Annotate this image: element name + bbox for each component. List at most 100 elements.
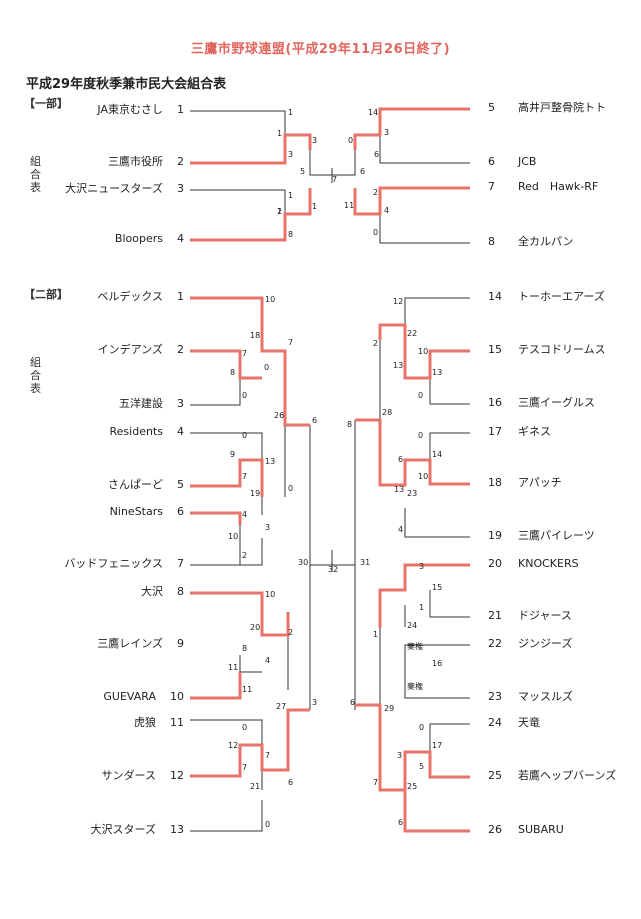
score-label: 0 xyxy=(419,723,425,732)
score-label: 9 xyxy=(230,450,236,459)
score-label: 5 xyxy=(300,167,306,176)
team-name: ベルデックス xyxy=(97,290,163,303)
score-label: 17 xyxy=(432,741,443,750)
score-label: 13 xyxy=(394,485,405,494)
score-label: 7 xyxy=(332,175,338,184)
team-name: 三鷹イーグルス xyxy=(518,396,595,409)
team-name: サンダース xyxy=(101,769,156,782)
team-name: KNOCKERS xyxy=(518,557,579,570)
team-name: 五洋建設 xyxy=(119,397,163,410)
team-number: 24 xyxy=(488,716,502,729)
score-label: 7 xyxy=(265,751,271,760)
team-name: インデアンズ xyxy=(97,343,163,356)
division2-label: 【二部】 xyxy=(24,288,68,301)
team-number: 6 xyxy=(177,505,184,518)
team-number: 5 xyxy=(488,101,495,114)
score-label: 3 xyxy=(419,562,425,571)
score-label: 7 xyxy=(242,763,248,772)
score-label: 8 xyxy=(230,368,236,377)
score-label: 0 xyxy=(373,228,379,237)
score-label: 0 xyxy=(242,723,248,732)
team-name: GUEVARA xyxy=(103,690,156,703)
division1-label: 【一部】 xyxy=(24,97,68,110)
team-number: 4 xyxy=(177,425,184,438)
score-label: 16 xyxy=(432,659,443,668)
score-label: 1 xyxy=(419,603,425,612)
score-label: 8 xyxy=(288,230,294,239)
team-name: さんぱーど xyxy=(108,478,163,491)
score-label: 3 xyxy=(384,128,390,137)
team-number: 4 xyxy=(177,232,184,245)
team-name: アパッチ xyxy=(518,476,562,489)
team-number: 12 xyxy=(170,769,184,782)
team-number: 3 xyxy=(177,182,184,195)
team-number: 16 xyxy=(488,396,502,409)
score-label: 3 xyxy=(312,698,318,707)
team-name: テスコドリームス xyxy=(518,343,606,356)
score-label: 3 xyxy=(312,136,318,145)
score-label: 2 xyxy=(277,207,283,216)
team-name: バッドフェニックス xyxy=(64,557,163,570)
team-number: 6 xyxy=(488,155,495,168)
score-label: 24 xyxy=(407,621,418,630)
score-label: 2 xyxy=(242,551,248,560)
team-d2-left-10: GUEVARA 10 xyxy=(103,690,184,704)
team-number: 1 xyxy=(177,290,184,303)
score-label: 3 xyxy=(288,150,294,159)
score-label: 7 xyxy=(242,349,248,358)
score-label: 22 xyxy=(407,329,418,338)
score-label: 19 xyxy=(250,489,261,498)
team-name: SUBARU xyxy=(518,823,564,836)
team-number: 21 xyxy=(488,609,502,622)
score-label: 1 xyxy=(312,202,318,211)
score-label: 6 xyxy=(374,150,380,159)
team-number: 22 xyxy=(488,637,502,650)
score-label: 0 xyxy=(242,431,248,440)
team-d2-left-4: Residents 4 xyxy=(110,425,184,439)
score-label: 6 xyxy=(288,778,294,787)
score-label: 11 xyxy=(228,663,239,672)
score-label: 23 xyxy=(407,489,418,498)
score-label: 10 xyxy=(265,590,276,599)
team-name: JA東京むさし xyxy=(97,103,163,116)
score-label: 1 xyxy=(288,191,294,200)
score-label: 28 xyxy=(382,408,393,417)
team-name: JCB xyxy=(518,155,537,168)
score-label: 14 xyxy=(432,450,443,459)
team-d2-right-3: 16 三鷹イーグルス xyxy=(488,396,595,410)
team-number: 10 xyxy=(170,690,184,703)
score-label: 棄権 xyxy=(407,682,423,691)
team-name: 三鷹パイレーツ xyxy=(518,529,595,542)
score-label: 棄権 xyxy=(407,642,423,651)
score-label: 0 xyxy=(348,136,354,145)
team-number: 19 xyxy=(488,529,502,542)
team-name: Residents xyxy=(109,425,163,438)
team-name: 三鷹レインズ xyxy=(97,637,163,650)
score-label: 11 xyxy=(344,201,355,210)
score-label: 7 xyxy=(288,338,294,347)
score-label: 0 xyxy=(242,391,248,400)
score-label: 27 xyxy=(276,702,287,711)
division1-label2: 組合表 xyxy=(30,155,41,194)
team-number: 18 xyxy=(488,476,502,489)
team-d2-right-6: 19 三鷹パイレーツ xyxy=(488,529,595,543)
score-label: 29 xyxy=(384,704,395,713)
